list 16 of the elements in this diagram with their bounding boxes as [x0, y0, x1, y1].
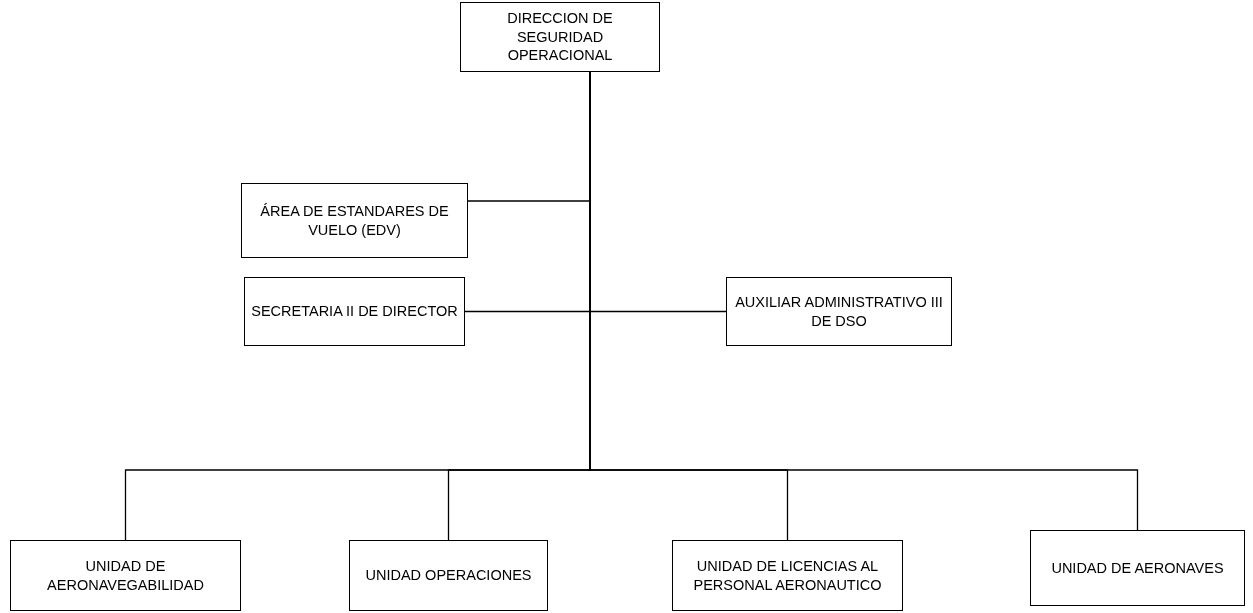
box-label: UNIDAD DE AERONAVEGABILIDAD — [46, 556, 205, 595]
box-label: DIRECCION DE SEGURIDAD OPERACIONAL — [506, 8, 614, 66]
org-box — [10, 540, 241, 611]
box-label: UNIDAD DE AERONAVES — [1051, 558, 1224, 578]
box-label: AUXILIAR ADMINISTRATIVO III DE DSO — [734, 292, 944, 331]
org-box — [244, 277, 465, 346]
org-box — [349, 540, 548, 611]
org-box — [1030, 530, 1245, 606]
org-box — [672, 540, 903, 611]
org-box — [460, 2, 660, 72]
org-box — [241, 183, 468, 258]
org-box — [726, 277, 952, 346]
box-label: UNIDAD DE LICENCIAS AL PERSONAL AERONAUTICO — [692, 556, 883, 595]
box-label: ÁREA DE ESTANDARES DE VUELO (EDV) — [259, 201, 450, 240]
box-label: UNIDAD OPERACIONES — [365, 566, 532, 585]
box-label: SECRETARIA II DE DIRECTOR — [251, 302, 458, 321]
